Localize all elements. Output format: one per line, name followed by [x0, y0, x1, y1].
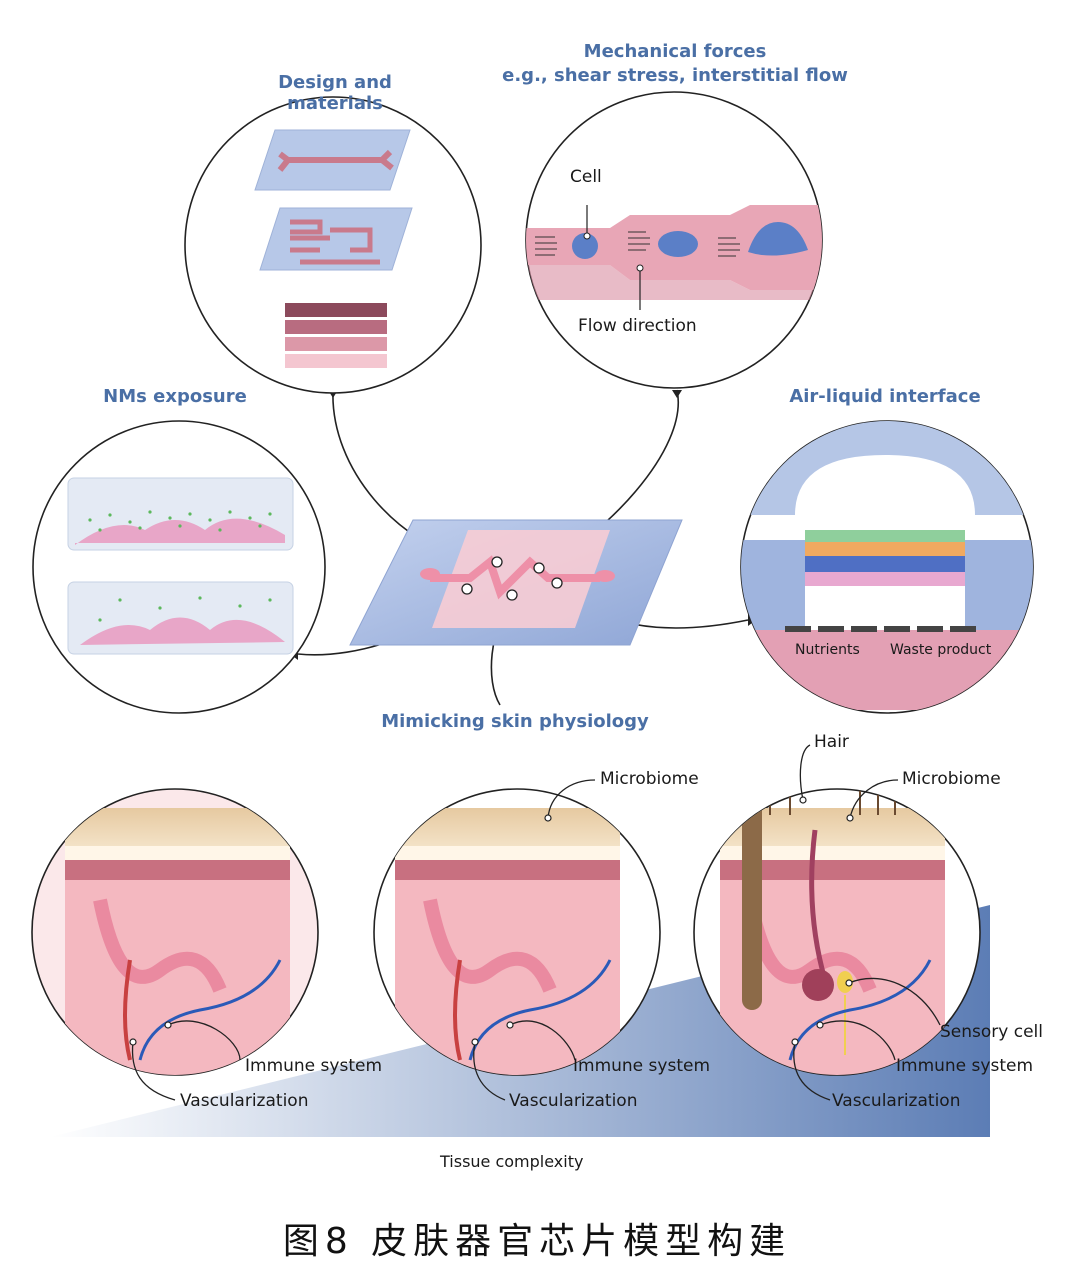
vascularization-label-3: Vascularization	[832, 1091, 961, 1111]
flow-direction-label: Flow direction	[578, 316, 697, 336]
immune-system-label-3: Immune system	[896, 1056, 1034, 1076]
mechanical-forces-subtitle: e.g., shear stress, interstitial flow	[502, 65, 848, 86]
design-materials-title: Design and materials	[278, 72, 392, 114]
air-liquid-interface-panel	[740, 420, 1034, 714]
label-leaders	[131, 744, 941, 1101]
skin-model-basic	[31, 788, 319, 1076]
mechanical-forces-title: Mechanical forces	[583, 41, 767, 62]
vascularization-label-2: Vascularization	[509, 1091, 638, 1111]
skin-model-microbiome	[373, 788, 661, 1076]
air-liquid-interface-title: Air-liquid interface	[789, 386, 981, 407]
hair-label-3: Hair	[814, 732, 849, 752]
waste-product-label: Waste product	[890, 642, 992, 658]
cell-label: Cell	[570, 167, 602, 187]
mimicking-skin-physiology-label: Mimicking skin physiology	[381, 711, 649, 732]
sensory-cell-label-3: Sensory cell	[940, 1022, 1043, 1042]
tissue-complexity-label: Tissue complexity	[440, 1152, 584, 1171]
figure-caption: 图8 皮肤器官芯片模型构建	[282, 1221, 792, 1262]
immune-system-label-2: Immune system	[573, 1056, 711, 1076]
nms-exposure-panel	[32, 420, 326, 714]
mechanical-forces-panel	[525, 91, 823, 389]
nanoparticles	[88, 510, 272, 622]
microbiome-label-2: Microbiome	[600, 769, 699, 789]
vascularization-label-1: Vascularization	[180, 1091, 309, 1111]
skin-model-complex	[693, 788, 981, 1076]
skin-chip-device	[349, 519, 683, 646]
connector-arrow	[672, 390, 682, 398]
microbiome-label-3: Microbiome	[902, 769, 1001, 789]
nms-exposure-title: NMs exposure	[103, 386, 247, 407]
design-materials-panel	[184, 96, 482, 394]
nutrients-label: Nutrients	[795, 642, 860, 658]
immune-system-label-1: Immune system	[245, 1056, 383, 1076]
